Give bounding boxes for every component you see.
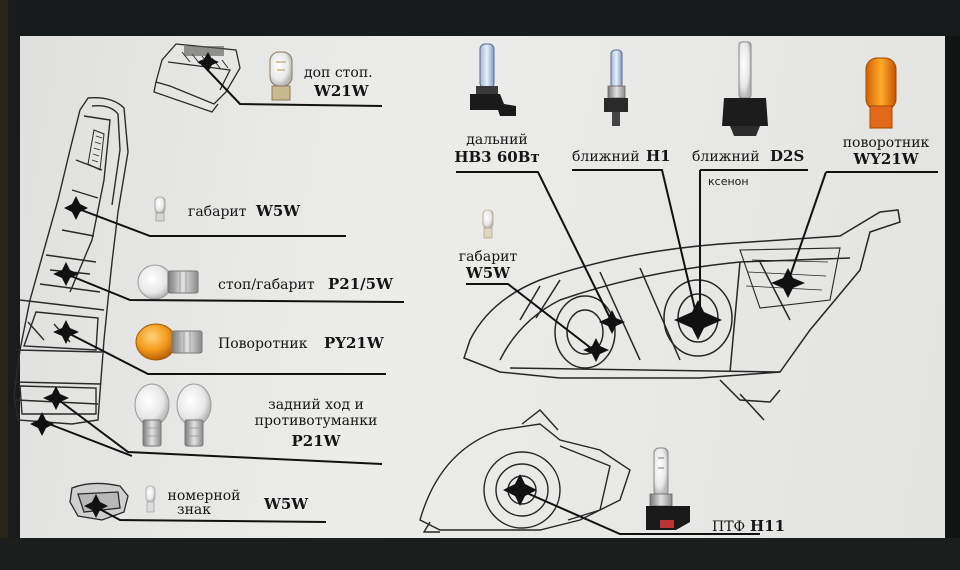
monitor-bezel-bottom xyxy=(0,538,960,570)
stop-gabarit-code: P21/5W xyxy=(328,275,393,293)
ptf-name: ПТФ xyxy=(712,519,746,535)
dop-stop-name: доп стоп. xyxy=(304,65,373,81)
hb3-bulb-icon xyxy=(470,43,516,116)
pointer-lines xyxy=(43,61,938,535)
xenon-note: ксенон xyxy=(708,175,749,188)
dalniy-name: дальний xyxy=(466,132,528,148)
reverse-fog-line1: задний ход и xyxy=(268,397,364,413)
stop-gabarit-name: стоп/габарит xyxy=(218,277,315,293)
headlight-drawing xyxy=(463,209,901,421)
h1-bulb-icon xyxy=(604,49,628,126)
gabarit-rear-code: W5W xyxy=(256,202,301,220)
dalniy-code: HB3 60Вт xyxy=(454,148,540,166)
blizhniy-d2s-code: D2S xyxy=(770,147,805,165)
p21-5w-bulb-icon xyxy=(137,264,199,300)
blizhniy-d2s-name: ближний xyxy=(692,149,760,165)
w5w-bulb-icon-rear xyxy=(154,196,166,222)
pointer-star-markers xyxy=(30,52,805,518)
w5w-bulb-icon-license xyxy=(145,485,156,513)
tail-lamp-drawing xyxy=(13,97,129,425)
monitor-bezel-left xyxy=(0,0,8,570)
d2s-bulb-icon xyxy=(722,41,768,136)
ptf-code: H11 xyxy=(750,517,786,535)
fog-light-drawing xyxy=(419,409,631,533)
nomernoy-line1: номерной xyxy=(167,488,241,504)
py21w-bulb-icon xyxy=(135,323,203,361)
povorotnik-rear-name: Поворотник xyxy=(218,336,308,352)
nomernoy-line2: знак xyxy=(176,502,212,518)
h11-bulb-icon xyxy=(646,447,690,530)
gabarit-rear-name: габарит xyxy=(188,204,247,220)
extra-stop-lamp-drawing xyxy=(153,43,241,113)
nomernoy-code: W5W xyxy=(264,495,309,513)
reverse-fog-code: P21W xyxy=(291,432,341,450)
reverse-fog-line2: противотуманки xyxy=(254,413,378,429)
wy21w-bulb-icon xyxy=(865,57,897,129)
blizhniy-h1-code: H1 xyxy=(646,147,671,165)
w5w-bulb-icon-front xyxy=(482,209,494,239)
p21w-bulb-icon-2 xyxy=(176,383,212,447)
povorotnik-front-name: поворотник xyxy=(842,135,930,151)
p21w-bulb-icon-1 xyxy=(134,383,170,447)
w21w-bulb-icon xyxy=(269,51,293,101)
gabarit-front-name: габарит xyxy=(458,249,518,265)
povorotnik-front-code: WY21W xyxy=(853,150,919,168)
monitor-bezel-left-inner xyxy=(8,0,20,570)
povorotnik-rear-code: PY21W xyxy=(324,334,384,352)
dop-stop-code: W21W xyxy=(314,82,369,100)
gabarit-front-code: W5W xyxy=(465,264,511,282)
blizhniy-h1-name: ближний xyxy=(572,149,640,165)
monitor-bezel-top xyxy=(0,0,960,36)
